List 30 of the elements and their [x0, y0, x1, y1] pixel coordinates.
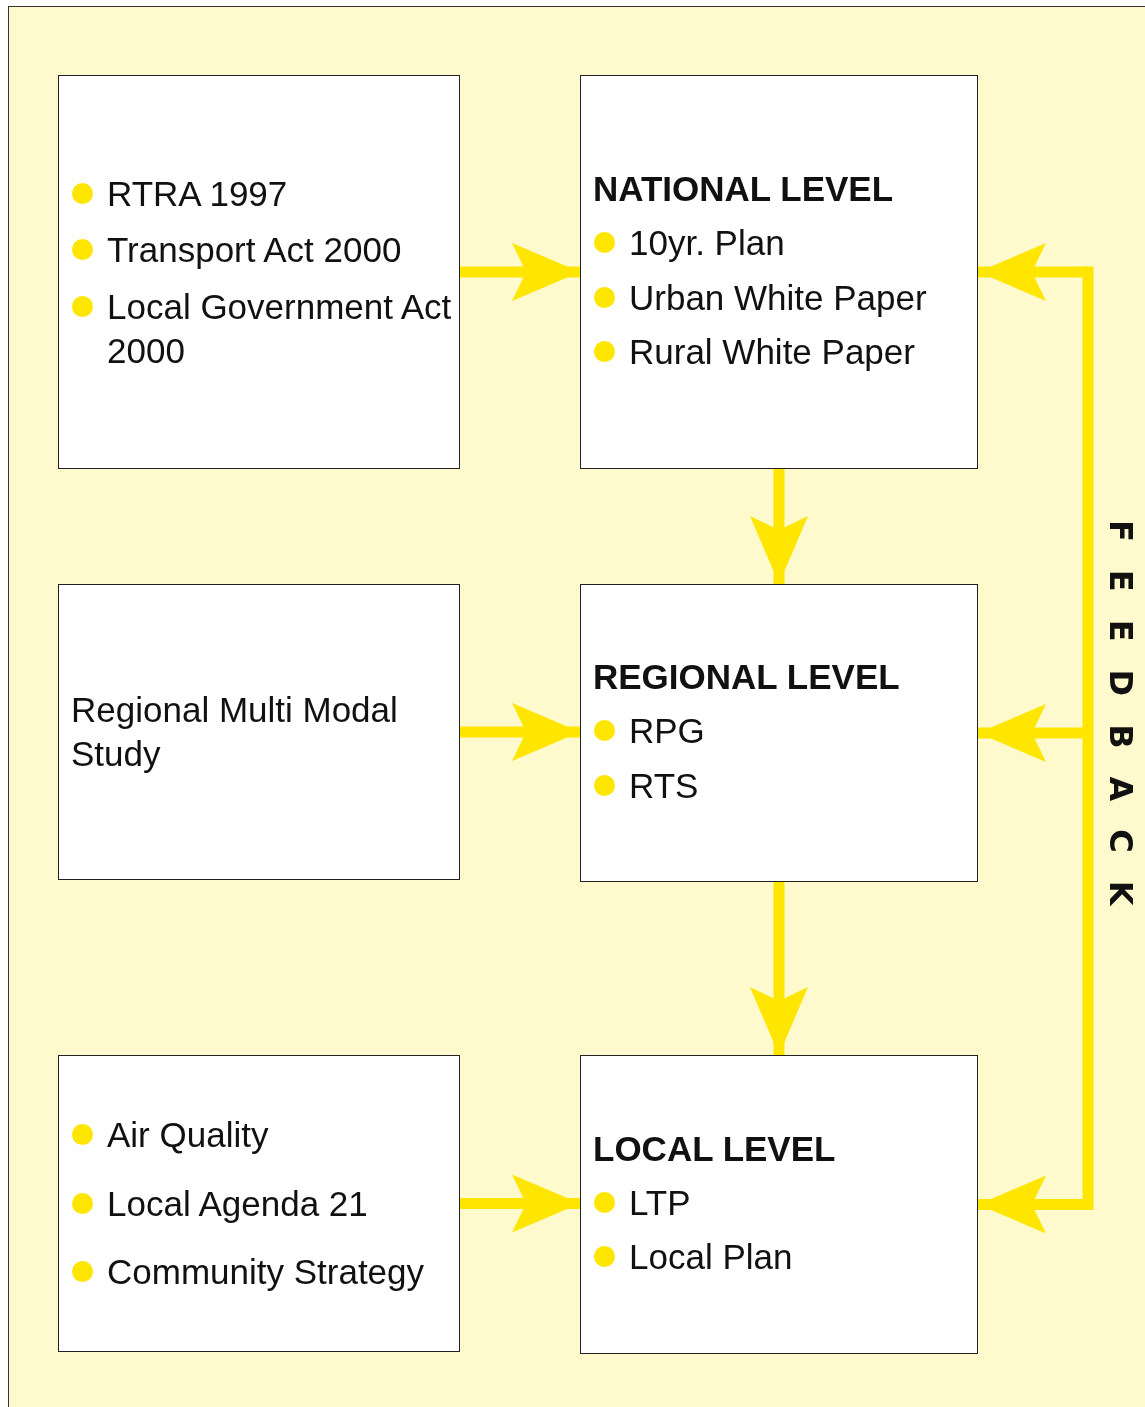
list-item: Transport Act 2000 [107, 230, 402, 270]
list-item: 10yr. Plan [629, 222, 785, 262]
list-item: RTS [629, 765, 699, 805]
list-item: Community Strategy [107, 1252, 425, 1292]
list-item: Local Government Act 2000 [107, 287, 452, 370]
arrow [750, 469, 808, 584]
text-box [58, 1055, 460, 1352]
feedback-label: FEEDBACK [1101, 520, 1140, 936]
list-item: Rural White Paper [629, 332, 915, 372]
arrow [978, 243, 1088, 301]
arrow [750, 882, 808, 1055]
text-box [580, 1055, 978, 1354]
list-item: Urban White Paper [629, 277, 927, 317]
list-item: LTP [629, 1182, 691, 1222]
list-item: Air Quality [107, 1114, 269, 1154]
arrow [460, 1174, 580, 1233]
list-item: Local Plan [629, 1237, 793, 1277]
arrow [460, 703, 580, 761]
list-item: RPG [629, 711, 705, 751]
text-box [580, 584, 978, 882]
text-box [58, 75, 460, 469]
list-item: Local Agenda 21 [107, 1183, 368, 1223]
level-heading: NATIONAL LEVEL [593, 169, 894, 208]
level-heading: REGIONAL LEVEL [593, 657, 900, 697]
list-item: RTRA 1997 [107, 173, 288, 213]
arrow [460, 243, 580, 301]
text-box [580, 75, 978, 469]
level-heading: LOCAL LEVEL [593, 1128, 836, 1168]
box-text: Regional Multi Modal Study [71, 690, 398, 773]
text-box [58, 584, 460, 880]
